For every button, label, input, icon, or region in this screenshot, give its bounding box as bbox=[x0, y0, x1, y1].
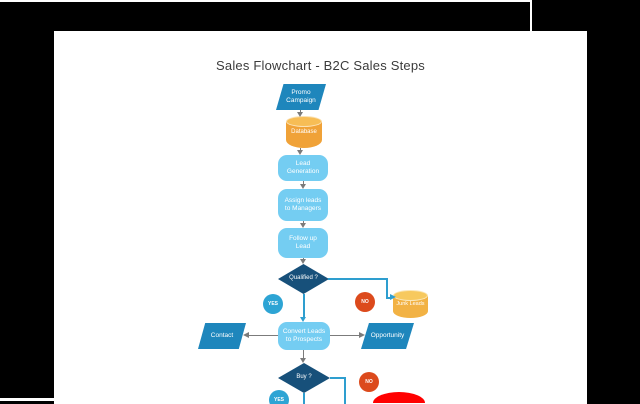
node-contact: Contact bbox=[198, 323, 246, 349]
connector-convert-to-buy-arrowhead bbox=[300, 358, 306, 363]
node-follow-up-lead: Follow up Lead bbox=[278, 228, 328, 258]
connector-convert-to-contact-arrowhead bbox=[243, 332, 249, 338]
connector-convert-to-opportunity-shaft bbox=[330, 335, 359, 336]
badge-buy-yes-label: YES bbox=[273, 397, 284, 403]
badge-qualified-no-label: NO bbox=[361, 299, 369, 305]
node-opportunity-label: Opportunity bbox=[370, 332, 405, 340]
badge-qualified-yes: YES bbox=[263, 294, 283, 314]
connector-buy-right-h-segment bbox=[330, 377, 346, 379]
connector-qualified-to-convert-shaft bbox=[302, 294, 305, 318]
node-buy-label: Buy ? bbox=[296, 374, 312, 381]
node-assign-leads-label: Assign leads to Managers bbox=[284, 197, 322, 212]
connector-convert-to-opportunity-arrowhead bbox=[359, 332, 365, 338]
connector-convert-to-buy-shaft bbox=[303, 350, 304, 359]
frame-vertical-line bbox=[530, 0, 532, 32]
junk-leads-cylinder-body bbox=[393, 295, 428, 318]
node-convert-leads-label: Convert Leads to Prospects bbox=[282, 328, 326, 343]
connector-assign-to-follow-up-shaft bbox=[303, 221, 304, 224]
connector-database-to-lead-generation-shaft bbox=[300, 148, 301, 151]
frame-top-line bbox=[0, 0, 531, 2]
connector-lead-generation-to-assign-shaft bbox=[303, 181, 304, 185]
connector-qualified-to-junk-v-segment bbox=[386, 278, 388, 299]
connector-promo-to-database-shaft bbox=[300, 110, 301, 113]
database-cylinder-lid bbox=[286, 116, 322, 127]
badge-qualified-no: NO bbox=[355, 292, 375, 312]
node-contact-label: Contact bbox=[210, 332, 234, 340]
node-junk-leads-label: Junk Leads bbox=[396, 301, 425, 307]
node-assign-leads: Assign leads to Managers bbox=[278, 189, 328, 221]
connector-promo-to-database-arrowhead bbox=[297, 112, 303, 117]
connector-qualified-to-junk-h-segment bbox=[328, 278, 388, 280]
node-qualified-label: Qualified ? bbox=[289, 275, 318, 282]
badge-buy-yes: YES bbox=[269, 390, 289, 404]
connector-qualified-to-junk-h2-segment bbox=[388, 297, 391, 299]
connector-promo-to-database bbox=[297, 110, 304, 117]
connector-convert-to-buy bbox=[300, 350, 307, 363]
connector-buy-right-v-segment bbox=[344, 377, 346, 404]
node-database-cylinder: Database bbox=[286, 116, 322, 148]
connector-database-to-lead-generation-arrowhead bbox=[297, 150, 303, 155]
node-promo-campaign-label: Promo Campaign bbox=[286, 89, 316, 104]
diagram-title: Sales Flowchart - B2C Sales Steps bbox=[216, 58, 425, 73]
node-follow-up-lead-label: Follow up Lead bbox=[289, 235, 317, 250]
connector-buy-down-segment bbox=[303, 393, 305, 404]
badge-qualified-yes-label: YES bbox=[267, 301, 278, 307]
connector-follow-up-to-qualified-arrowhead bbox=[300, 259, 306, 264]
node-convert-leads: Convert Leads to Prospects bbox=[278, 322, 330, 350]
connector-lead-generation-to-assign-arrowhead bbox=[300, 184, 306, 189]
connector-database-to-lead-generation bbox=[297, 148, 304, 155]
node-end-terminator bbox=[373, 392, 425, 403]
connector-qualified-to-convert bbox=[300, 294, 307, 322]
junk-leads-cylinder-lid bbox=[393, 290, 428, 301]
node-lead-generation: Lead Generation bbox=[278, 155, 328, 181]
connector-follow-up-to-qualified bbox=[300, 258, 307, 264]
connector-lead-generation-to-assign bbox=[300, 181, 307, 189]
frame-bottom-left-line bbox=[0, 398, 54, 401]
node-junk-leads-cylinder: Junk Leads bbox=[393, 290, 428, 318]
node-opportunity: Opportunity bbox=[361, 323, 414, 349]
connector-assign-to-follow-up bbox=[300, 221, 307, 228]
connector-convert-to-contact-shaft bbox=[249, 335, 278, 336]
badge-buy-no-label: NO bbox=[365, 379, 373, 385]
badge-buy-no: NO bbox=[359, 372, 379, 392]
connector-qualified-to-convert-arrowhead bbox=[300, 317, 306, 322]
node-database-label: Database bbox=[291, 129, 317, 135]
connector-assign-to-follow-up-arrowhead bbox=[300, 223, 306, 228]
node-lead-generation-label: Lead Generation bbox=[286, 160, 320, 175]
node-promo-campaign: Promo Campaign bbox=[276, 84, 326, 110]
connector-qualified-to-junk-arrowhead bbox=[390, 294, 396, 300]
